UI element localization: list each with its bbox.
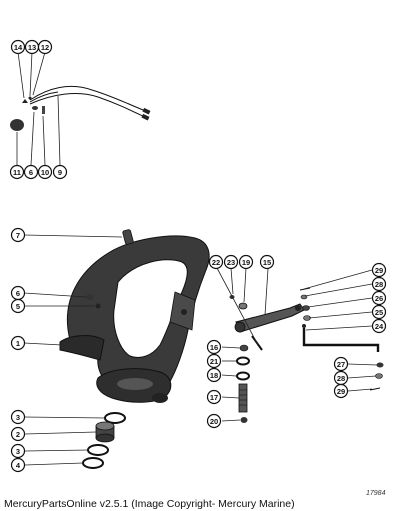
callout-24: 24 [371, 318, 387, 334]
callout-label: 6 [29, 168, 33, 177]
callout-14: 14 [10, 39, 26, 55]
callout-label: 9 [58, 168, 62, 177]
callout-3: 3 [10, 409, 26, 425]
callout-label: 16 [210, 343, 218, 352]
small-fittings [22, 96, 45, 114]
callout-label: 3 [16, 447, 20, 456]
callout-28: 28 [371, 276, 387, 292]
small-bolts [86, 294, 101, 309]
callout-label: 6 [16, 289, 20, 298]
callout-10: 10 [37, 164, 53, 180]
callout-label: 20 [210, 417, 218, 426]
callout-label: 7 [16, 231, 20, 240]
callout-20: 20 [206, 413, 222, 429]
callout-19: 19 [238, 254, 254, 270]
callout-15: 15 [259, 254, 275, 270]
callout-29: 29 [333, 383, 349, 399]
callout-23: 23 [223, 254, 239, 270]
callout-9: 9 [52, 164, 68, 180]
steering-link-rod [302, 324, 380, 352]
callout-5: 5 [10, 298, 26, 314]
grease-fitting [122, 229, 134, 245]
copyright-footer: MercuryPartsOnline v2.5.1 (Image Copyrig… [4, 498, 295, 510]
grommet [10, 119, 24, 131]
callout-13: 13 [24, 39, 40, 55]
callout-label: 19 [242, 258, 250, 267]
callout-label: 23 [227, 258, 235, 267]
callout-27: 27 [333, 356, 349, 372]
callout-label: 14 [14, 43, 23, 52]
callout-25: 25 [371, 304, 387, 320]
callout-label: 18 [210, 371, 218, 380]
callout-label: 3 [16, 413, 20, 422]
callout-label: 1 [16, 339, 20, 348]
callout-22: 22 [208, 254, 224, 270]
callout-1: 1 [10, 335, 26, 351]
callout-12: 12 [37, 39, 53, 55]
callout-label: 10 [41, 168, 49, 177]
callout-label: 28 [337, 374, 345, 383]
callout-label: 27 [337, 360, 345, 369]
bushings-washers [82, 412, 126, 469]
callout-7: 7 [10, 227, 26, 243]
callout-label: 24 [375, 322, 384, 331]
callout-label: 22 [212, 258, 220, 267]
callout-4: 4 [10, 457, 26, 473]
callout-label: 13 [28, 43, 36, 52]
callout-label: 28 [375, 280, 383, 289]
right-small-parts [299, 287, 384, 391]
bushing [95, 421, 115, 443]
callout-label: 4 [16, 461, 21, 470]
callout-3: 3 [10, 443, 26, 459]
figure-number: 17984 [366, 490, 386, 497]
callout-28: 28 [333, 370, 349, 386]
threaded-stud [238, 383, 248, 413]
callout-label: 25 [375, 308, 383, 317]
center-small-parts [229, 295, 263, 423]
callout-18: 18 [206, 367, 222, 383]
callout-label: 12 [41, 43, 49, 52]
callout-6: 6 [23, 164, 39, 180]
callout-label: 26 [375, 294, 383, 303]
callout-label: 11 [13, 168, 21, 177]
wire-harness-group [10, 51, 151, 166]
callout-11: 11 [9, 164, 25, 180]
callout-label: 29 [337, 387, 345, 396]
wire-harness [29, 85, 151, 121]
callout-label: 15 [263, 258, 271, 267]
callout-17: 17 [206, 389, 222, 405]
callout-label: 2 [16, 430, 20, 439]
callout-2: 2 [10, 426, 26, 442]
callout-label: 21 [210, 357, 218, 366]
callout-label: 17 [210, 393, 218, 402]
swivel-bracket [59, 235, 210, 403]
callout-label: 29 [375, 266, 383, 275]
callout-21: 21 [206, 353, 222, 369]
callout-6: 6 [10, 285, 26, 301]
callout-label: 5 [16, 302, 20, 311]
callout-29: 29 [371, 262, 387, 278]
callout-26: 26 [371, 290, 387, 306]
callout-16: 16 [206, 339, 222, 355]
